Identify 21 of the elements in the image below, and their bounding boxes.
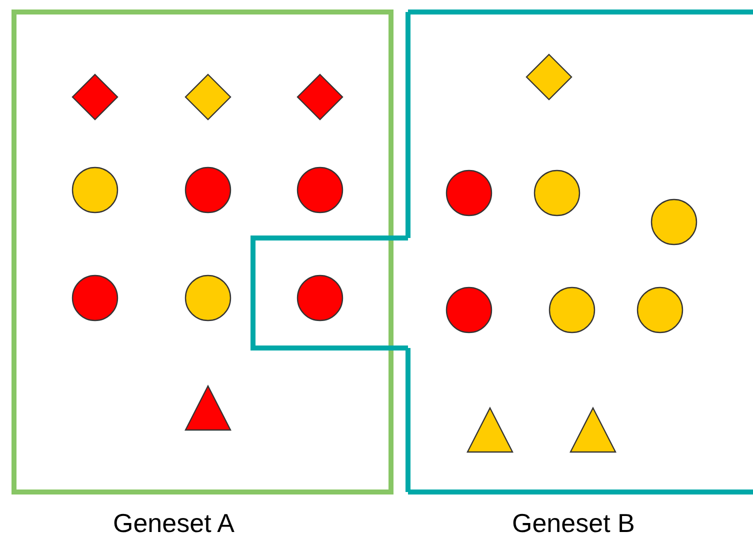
circle-marker [445,169,493,217]
diamond-marker [296,73,344,121]
circle-marker [184,166,232,214]
diamond-marker [184,73,232,121]
triangle-marker [569,406,617,454]
diamond-marker [525,53,573,101]
triangle-marker [184,384,232,432]
circle-marker [548,286,596,334]
circle-marker [533,169,581,217]
circle-marker [296,274,344,322]
circle-marker [71,166,119,214]
circle-marker [296,166,344,214]
diamond-marker [71,73,119,121]
set-label: Geneset B [512,508,635,538]
circle-marker [650,198,698,246]
circle-marker [636,286,684,334]
circle-marker [184,274,232,322]
circle-marker [445,286,493,334]
circle-marker [71,274,119,322]
set-label: Geneset A [113,508,234,538]
triangle-marker [466,406,514,454]
